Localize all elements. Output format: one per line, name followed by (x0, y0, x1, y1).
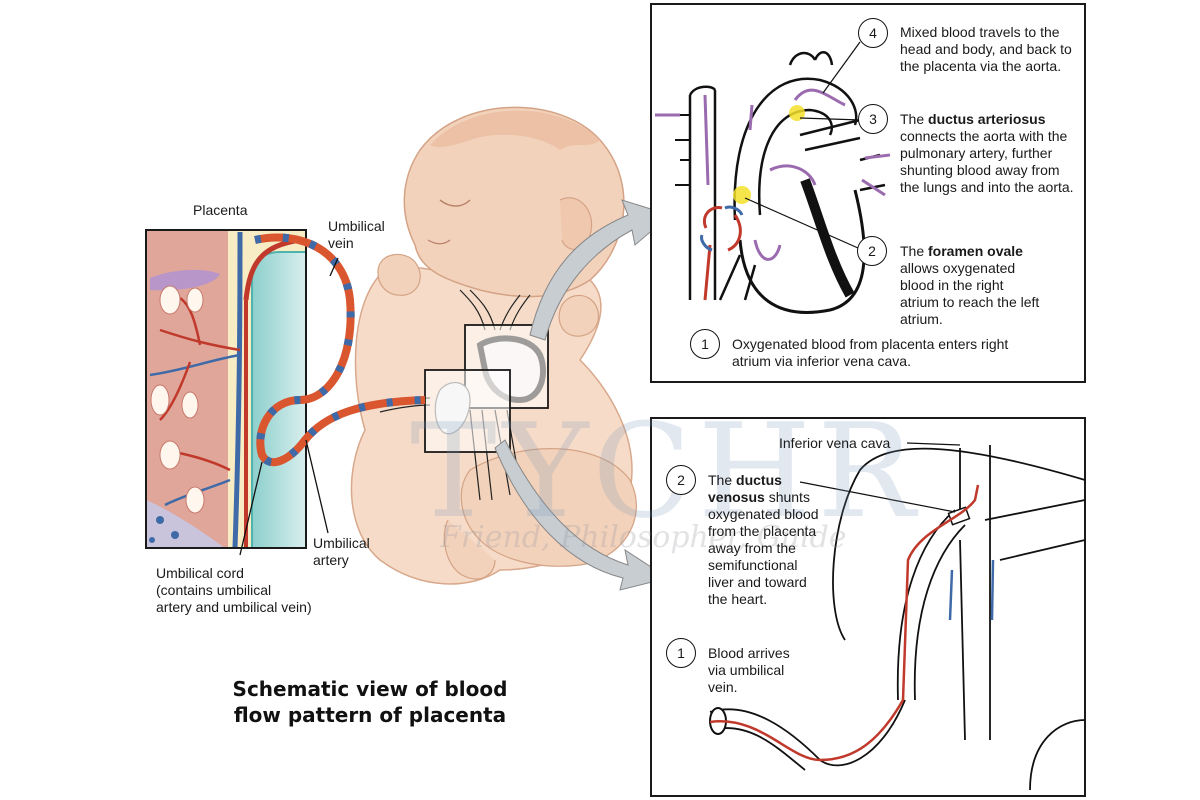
foramen-ovale-highlight (733, 186, 751, 204)
figure-title-line2: flow pattern of placenta (233, 703, 507, 727)
label-umbilical-cord-line3: artery and umbilical vein) (156, 599, 312, 615)
liver-step-2-text: The ductus venosus shunts oxygenated blo… (708, 472, 823, 608)
liver-panel (650, 417, 1086, 797)
heart-step-2-text: The foramen ovale allows oxygenated bloo… (900, 243, 1045, 328)
heart-panel-frame (650, 3, 1086, 383)
heart-step-3-number: 3 (858, 104, 888, 134)
heart-step-4-number: 4 (858, 18, 888, 48)
liver-inset-shape (434, 382, 471, 435)
fetus-foot (443, 519, 496, 580)
fetus-mouth (427, 239, 451, 245)
umbilical-cord (254, 233, 426, 467)
liver-step-2-post: shunts oxygenated blood from the placent… (708, 489, 819, 607)
label-umbilical-vein-line2: vein (328, 235, 354, 251)
heart-step-1-number: 1 (690, 329, 720, 359)
placenta-illustration (145, 229, 307, 549)
heart-step-4-text: Mixed blood travels to the head and body… (900, 24, 1072, 74)
liver-step-2-pre: The (708, 472, 737, 488)
fetus-left-hand (377, 253, 421, 296)
watermark-logo: TYCHR (410, 395, 921, 547)
liver-step-1-text: Blood arrives via umbilical vein. (708, 645, 790, 695)
liver-step-1-number: 1 (666, 638, 696, 668)
heart-step-2-pre: The (900, 243, 929, 259)
heart-step-2-post: allows oxygenated blood in the right atr… (900, 260, 1040, 327)
fetus-eye (439, 199, 471, 207)
label-umbilical-artery-line1: Umbilical (313, 535, 370, 551)
heart-step-3-pre: The (900, 111, 929, 127)
fetus-right-hand (558, 294, 599, 337)
fetus-illustration (350, 106, 637, 585)
heart-step-2-number: 2 (857, 236, 887, 266)
figure-title-line1: Schematic view of blood (232, 677, 508, 701)
fetus-hair (430, 110, 600, 150)
heart-panel (650, 3, 1086, 383)
label-umbilical-vein-line1: Umbilical (328, 218, 385, 234)
fetus-head (403, 106, 625, 298)
label-placenta: Placenta (193, 202, 248, 218)
heart-step-3-post: connects the aorta with the pulmonary ar… (900, 128, 1074, 195)
label-umbilical-vein: Umbilical vein (328, 218, 385, 252)
liver-panel-frame (650, 417, 1086, 797)
heart-step-3-text: The ductus arteriosus connects the aorta… (900, 111, 1080, 196)
label-umbilical-artery: Umbilical artery (313, 535, 370, 569)
figure-title: Schematic view of blood flow pattern of … (205, 676, 535, 728)
leader-lines (239, 257, 339, 556)
placenta-box (145, 229, 307, 549)
label-umbilical-cord: Umbilical cord (contains umbilical arter… (156, 565, 312, 616)
label-umbilical-cord-line2: (contains umbilical (156, 582, 272, 598)
label-umbilical-artery-line2: artery (313, 552, 349, 568)
watermark-tagline: Friend, Philosopher, Guide (440, 520, 847, 555)
heart-step-3-term: ductus arteriosus (928, 111, 1046, 127)
label-inferior-vena-cava: Inferior vena cava (779, 435, 891, 451)
ductus-arteriosus-highlight (789, 105, 805, 121)
liver-step-2-term: ductus venosus (708, 472, 782, 505)
heart-step-2-term: foramen ovale (928, 243, 1023, 259)
liver-step-2-number: 2 (666, 465, 696, 495)
label-umbilical-cord-line1: Umbilical cord (156, 565, 244, 581)
heart-step-1-text: Oxygenated blood from placenta enters ri… (732, 336, 1009, 369)
